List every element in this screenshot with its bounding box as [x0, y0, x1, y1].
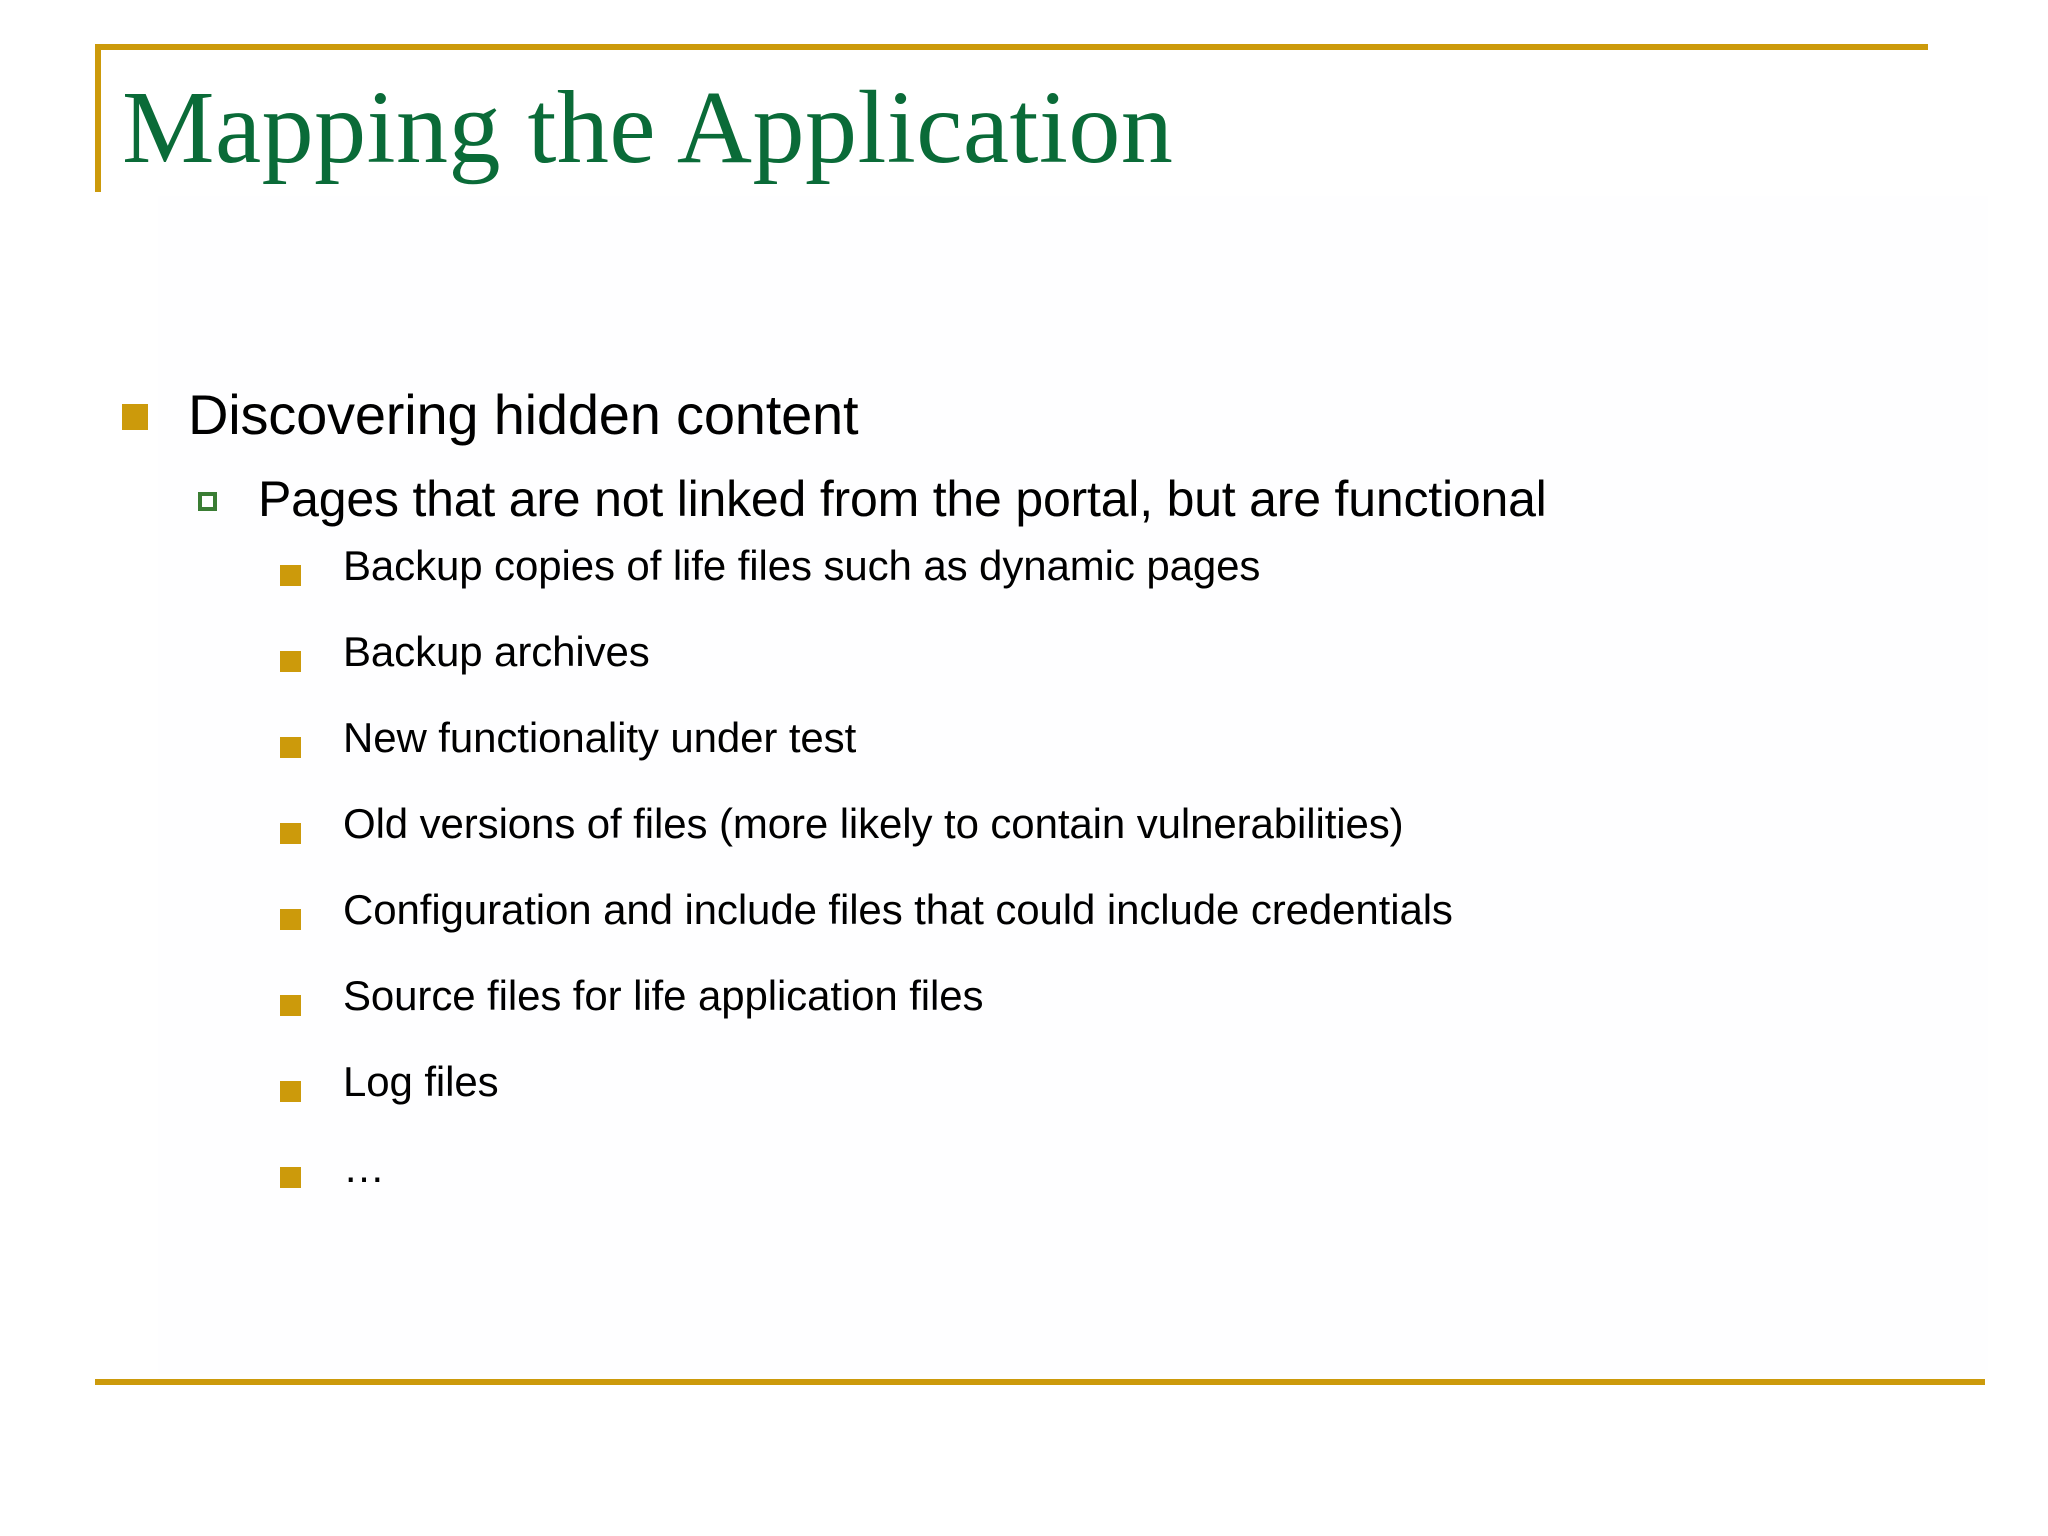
bullet-level3: New functionality under test: [0, 717, 2048, 801]
gold-square-bullet-icon: [280, 1081, 301, 1103]
top-gold-rule: [95, 44, 1928, 50]
bullet-level3-label: Backup archives: [343, 628, 650, 676]
bullet-level3: Source files for life application files: [0, 975, 2048, 1059]
bullet-level3-label: Log files: [343, 1058, 499, 1106]
gold-square-bullet-icon: [280, 651, 301, 673]
bullet-level3: …: [0, 1147, 2048, 1189]
bullet-outline: [198, 492, 217, 512]
bullet-level3: Backup copies of life files such as dyna…: [0, 545, 2048, 629]
bullet-level2-label: Pages that are not linked from the porta…: [258, 471, 1547, 528]
slide-body: Discovering hidden content Pages that ar…: [0, 382, 2048, 1191]
bullet-level3-label: Old versions of files (more likely to co…: [343, 800, 1404, 848]
bullet-level1-label: Discovering hidden content: [188, 383, 859, 446]
slide-title: Mapping the Application: [122, 70, 1174, 185]
bullet-level3-label: …: [343, 1144, 385, 1192]
bullet-level3: Log files: [0, 1061, 2048, 1145]
content-tint-panel: [158, 196, 1988, 1374]
gold-square-bullet-icon: [122, 404, 148, 430]
bullet-level3-label: New functionality under test: [343, 714, 857, 762]
gold-square-bullet-icon: [280, 823, 301, 845]
bullet-level3: Configuration and include files that cou…: [0, 889, 2048, 973]
left-gold-rule: [95, 44, 101, 192]
bullet-level1: Discovering hidden content: [0, 382, 2048, 448]
gold-square-bullet-icon: [280, 737, 301, 759]
green-hollow-square-bullet-icon: [198, 492, 221, 516]
bullet-level3-label: Backup copies of life files such as dyna…: [343, 542, 1261, 590]
bullet-level3-label: Source files for life application files: [343, 972, 984, 1020]
bullet-level3: Old versions of files (more likely to co…: [0, 803, 2048, 887]
gold-square-bullet-icon: [280, 909, 301, 931]
bullet-level3: Backup archives: [0, 631, 2048, 715]
gold-square-bullet-icon: [280, 1167, 301, 1189]
bullet-level3-label: Configuration and include files that cou…: [343, 886, 1453, 934]
gold-square-bullet-icon: [280, 565, 301, 587]
bottom-gold-rule: [95, 1379, 1985, 1385]
bullet-level2: Pages that are not linked from the porta…: [0, 470, 2048, 529]
gold-square-bullet-icon: [280, 995, 301, 1017]
